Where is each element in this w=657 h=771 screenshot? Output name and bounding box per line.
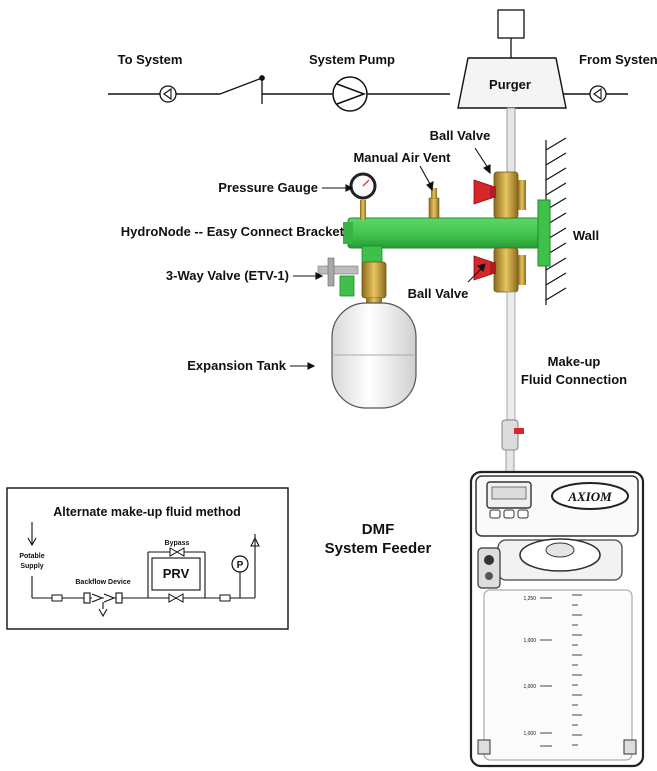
scale-label: 1,000 — [523, 731, 536, 737]
purger: Purger — [457, 9, 567, 109]
to-system-check-icon — [159, 85, 177, 103]
inset-title: Alternate make-up fluid method — [53, 505, 241, 519]
prv-valve-icon — [168, 593, 184, 603]
purger-label: Purger — [489, 77, 531, 92]
from-system-label: From Systen — [579, 52, 657, 67]
makeup-label-line2: Fluid Connection — [521, 372, 627, 387]
prv-label: PRV — [163, 566, 190, 581]
pressure-gauge-icon — [349, 172, 377, 220]
wall-label: Wall — [573, 228, 599, 243]
isolation-valve-icon — [219, 75, 265, 104]
backflow-device-icon — [83, 592, 123, 618]
union-icon — [219, 594, 231, 602]
ball-valve-bottom-label: Ball Valve — [408, 286, 469, 301]
ball-valve-top — [473, 171, 526, 219]
scale-label: 1,000 — [523, 684, 536, 690]
expansion-tank — [331, 302, 417, 409]
gauge-letter: P — [237, 560, 244, 571]
dmf-label-line1: DMF — [362, 521, 395, 538]
three-way-valve-icon — [317, 257, 387, 308]
system-pump-icon — [332, 76, 368, 112]
label-arrows — [290, 147, 491, 370]
manual-air-vent-icon — [428, 188, 440, 219]
expansion-tank-label: Expansion Tank — [187, 358, 286, 373]
scale-label: 1,000 — [523, 638, 536, 644]
dmf-system-feeder: AXIOM 1,250 1,000 1,000 1,00 — [469, 470, 645, 768]
from-system-check-icon — [589, 85, 607, 103]
potable-label-line1: Potable — [19, 553, 44, 560]
three-way-valve-label: 3-Way Valve (ETV-1) — [166, 268, 289, 283]
makeup-label-line1: Make-up — [548, 354, 601, 369]
inset-alternate-method: Alternate make-up fluid method Potable S… — [6, 487, 289, 630]
pressure-gauge-label: Pressure Gauge — [218, 180, 318, 195]
bracket-label: HydroNode -- Easy Connect Bracket — [121, 224, 345, 239]
to-system-label: To System — [118, 52, 183, 67]
union-icon — [51, 594, 63, 602]
inset-pressure-gauge-icon: P — [231, 555, 249, 598]
bypass-label: Bypass — [165, 540, 190, 547]
ball-valve-top-label: Ball Valve — [430, 128, 491, 143]
hydronode-bracket — [343, 199, 551, 267]
purger-drop-pipe — [506, 107, 516, 177]
system-pump-label: System Pump — [309, 52, 395, 67]
manual-air-vent-label: Manual Air Vent — [353, 150, 451, 165]
dmf-label-line2: System Feeder — [325, 540, 432, 557]
makeup-pipe — [501, 291, 524, 473]
ball-valve-bottom — [473, 247, 526, 293]
backflow-label: Backflow Device — [75, 579, 130, 586]
potable-label-line2: Supply — [20, 563, 43, 570]
axiom-logo: AXIOM — [567, 489, 612, 504]
bypass-valve-icon — [169, 547, 185, 557]
scale-label: 1,250 — [523, 596, 536, 602]
